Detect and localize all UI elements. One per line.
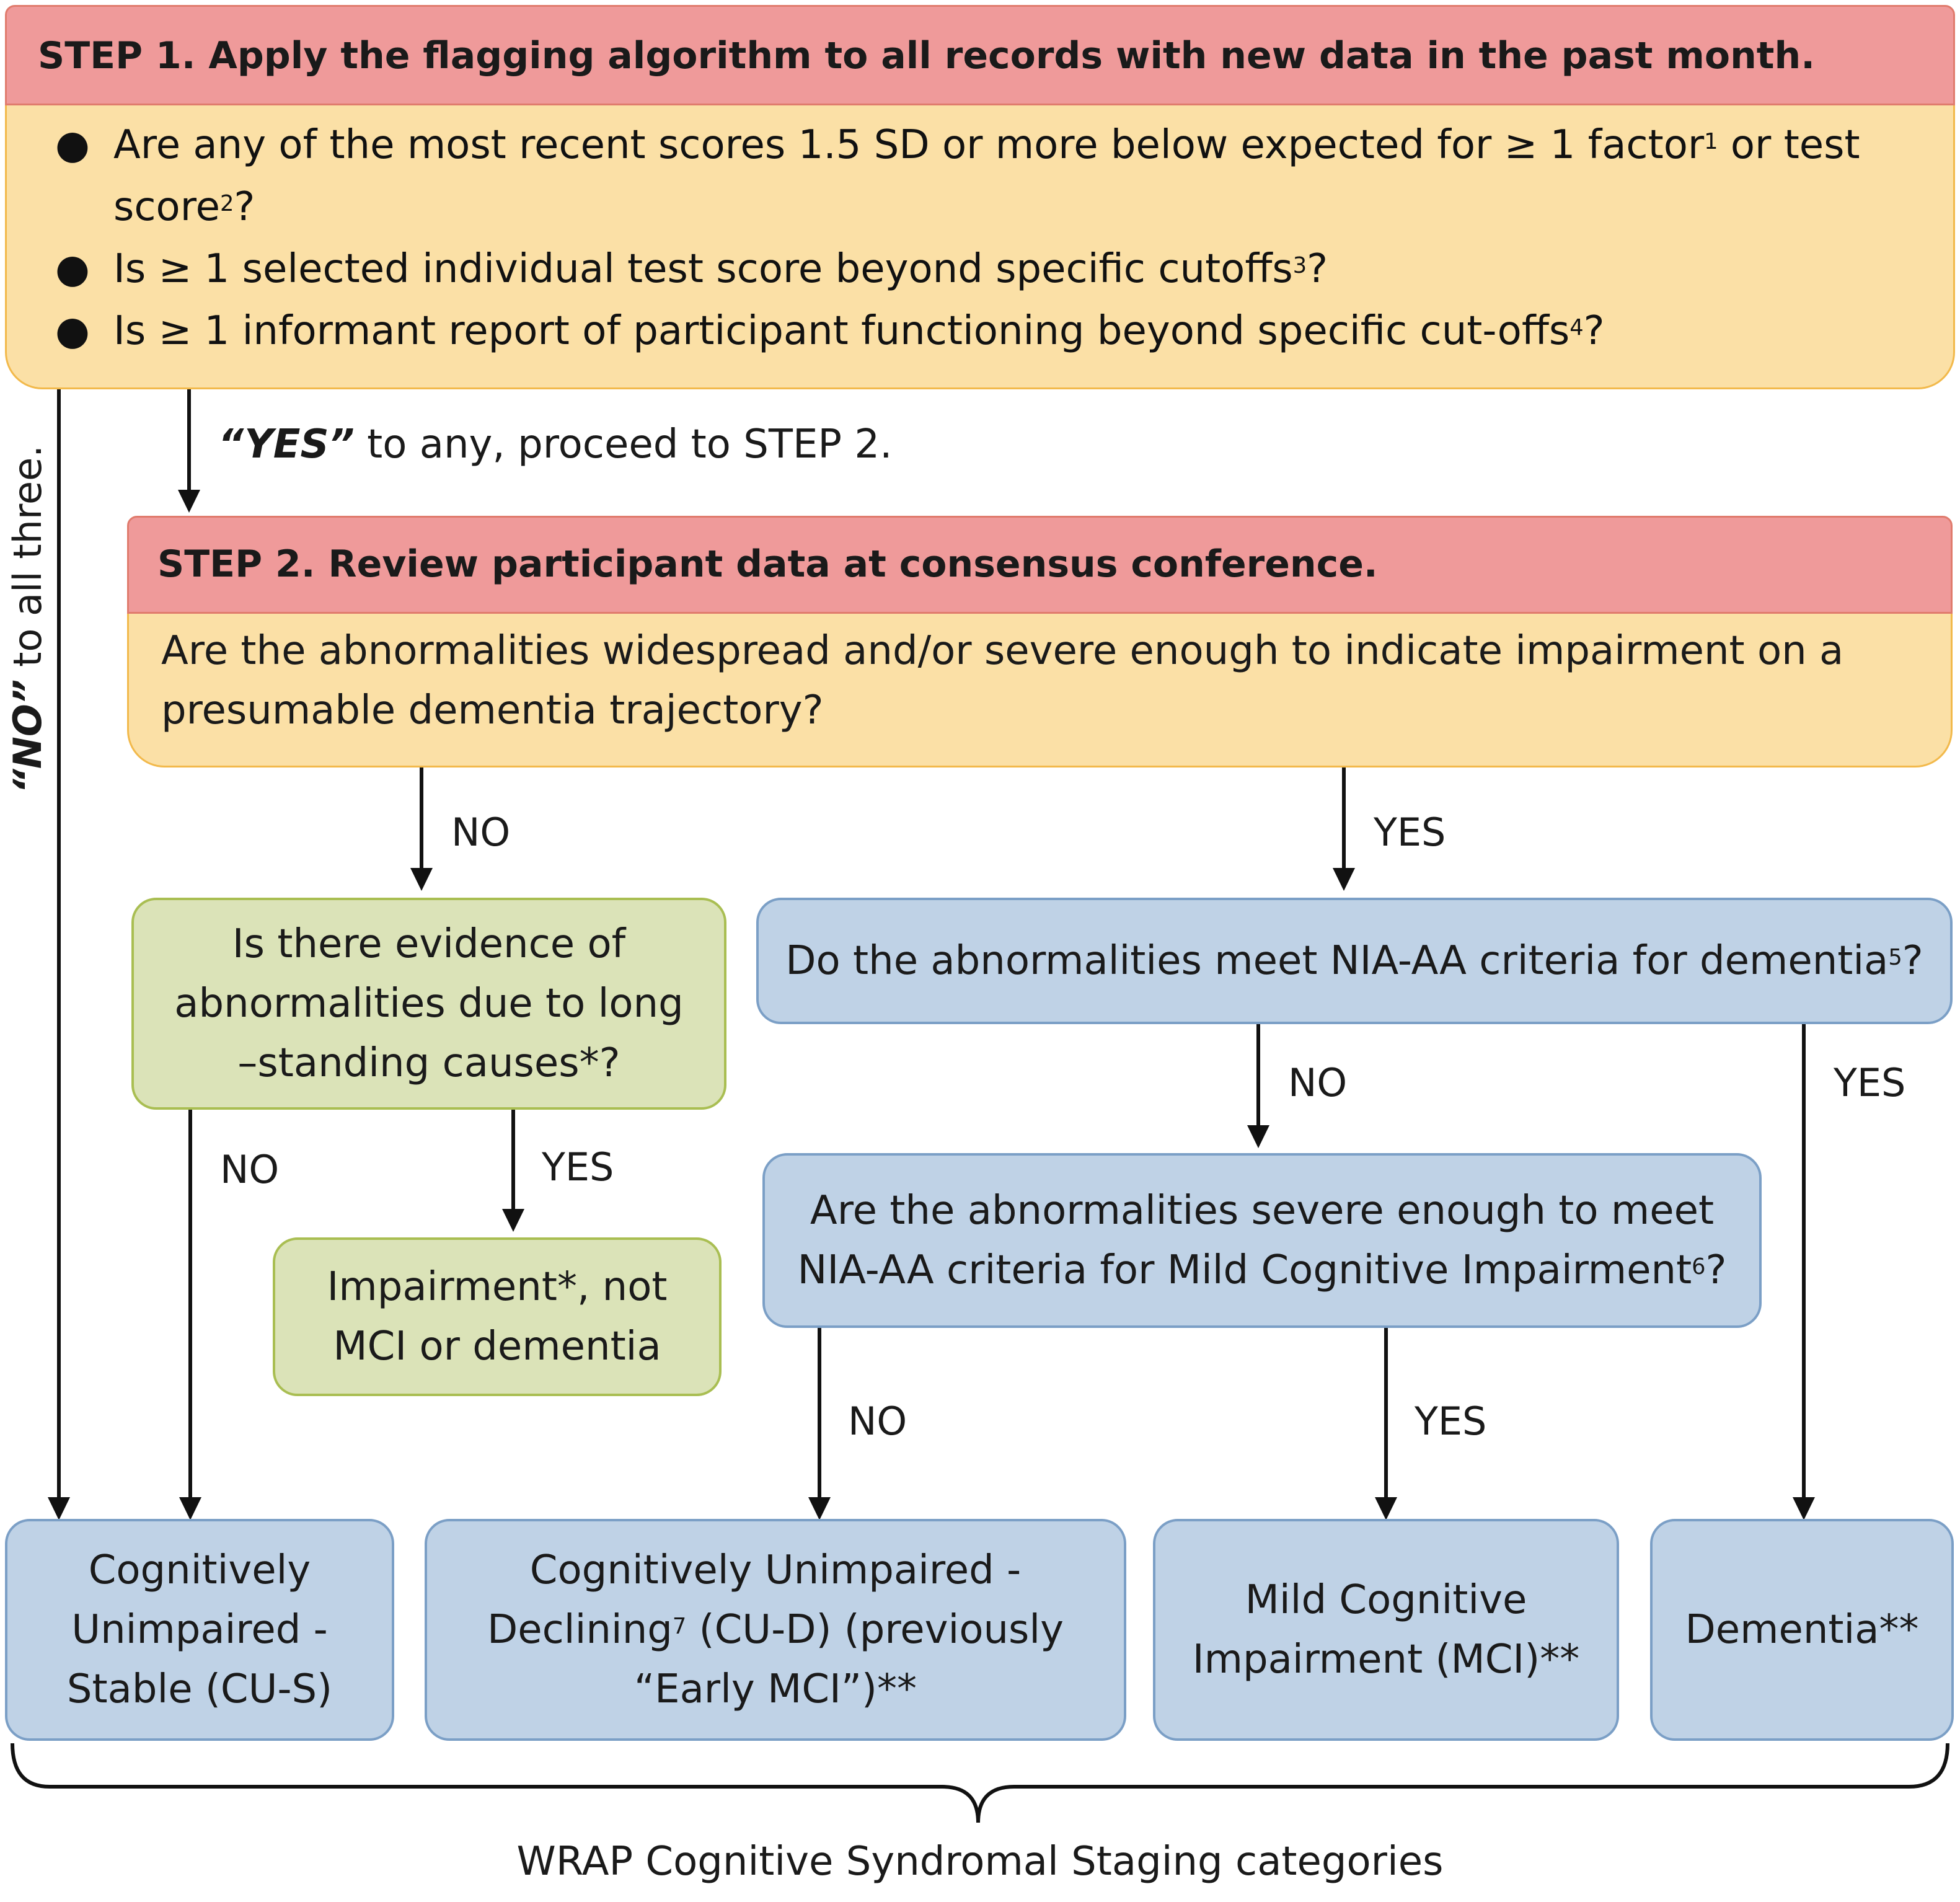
step2-question: Are the abnormalities widespread and/or … (161, 628, 1844, 733)
impairment-outcome-box: Impairment*, not MCI or dementia (273, 1237, 722, 1396)
q2-sup: 3 (1292, 252, 1307, 278)
no-all-three-bold: “NO” (5, 679, 50, 794)
bullet-icon: ● (55, 246, 90, 292)
dementia-question-box: Do the abnormalities meet NIA-AA criteri… (756, 898, 1953, 1024)
mci-yes-label: YES (1415, 1399, 1487, 1444)
mci-question-sup: 6 (1692, 1254, 1706, 1280)
no-all-three-label: “NO” to all three. (5, 445, 50, 794)
dementia-question-sup: 5 (1888, 944, 1902, 970)
step2-header: STEP 2. Review participant data at conse… (127, 516, 1953, 614)
q1-text-a: Are any of the most recent scores 1.5 SD… (113, 122, 1705, 168)
mci-question-end: ? (1705, 1247, 1727, 1293)
yes-proceed-label: “YES” to any, proceed to STEP 2. (218, 422, 892, 467)
outcome-dementia: Dementia** (1650, 1519, 1954, 1741)
outcome-cu-declining: Cognitively Unimpaired - Declining7 (CU-… (425, 1519, 1126, 1741)
q1-text-b: or test score (113, 122, 1860, 230)
yes-proceed-rest: to any, proceed to STEP 2. (354, 422, 893, 467)
q2-text-b: ? (1307, 246, 1328, 292)
dementia-yes-label: YES (1834, 1060, 1906, 1105)
outcome-cu-declining-text: Cognitively Unimpaired - Declining7 (CU-… (470, 1541, 1080, 1719)
outcome-dementia-text: Dementia** (1685, 1607, 1919, 1653)
longstanding-no-label: NO (220, 1147, 280, 1192)
q1-sup-1: 1 (1704, 128, 1718, 154)
q3-text-a: Is ≥ 1 informant report of participant f… (113, 308, 1570, 354)
step1-question-list: ● Are any of the most recent scores 1.5 … (7, 114, 1953, 362)
q3-text-b: ? (1583, 308, 1605, 354)
outcome-cu-stable-text: Cognitively Unimpaired - Stable (CU-S) (66, 1547, 333, 1712)
step2-yes-label: YES (1374, 810, 1446, 855)
yes-proceed-bold: “YES” (218, 422, 355, 467)
step1-question-3: ● Is ≥ 1 informant report of participant… (7, 300, 1953, 362)
bottom-brace (11, 1743, 1949, 1823)
step2-no-label: NO (451, 810, 511, 855)
q1-sup-2: 2 (219, 190, 234, 216)
dementia-question-end: ? (1902, 938, 1923, 984)
dementia-question-main: Do the abnormalities meet NIA-AA criteri… (785, 938, 1889, 984)
outcome-cud-main: Cognitively Unimpaired - Declining (487, 1547, 1022, 1653)
step1-question-2: ● Is ≥ 1 selected individual test score … (7, 238, 1953, 300)
q2-text-a: Is ≥ 1 selected individual test score be… (113, 246, 1293, 292)
dementia-no-label: NO (1288, 1060, 1348, 1105)
footer-caption: WRAP Cognitive Syndromal Staging categor… (516, 1839, 1444, 1885)
step1-question-1: ● Are any of the most recent scores 1.5 … (7, 114, 1953, 238)
outcome-mci: Mild Cognitive Impairment (MCI)** (1153, 1519, 1619, 1741)
outcome-mci-text: Mild Cognitive Impairment (MCI)** (1192, 1577, 1580, 1683)
no-all-three-rest: to all three. (5, 445, 50, 679)
impairment-outcome-text: Impairment*, not MCI or dementia (327, 1264, 668, 1369)
step1-header-text: STEP 1. Apply the flagging algorithm to … (38, 34, 1815, 77)
step2-header-text: STEP 2. Review participant data at conse… (157, 542, 1378, 586)
q3-sup: 4 (1569, 314, 1584, 340)
mci-question-box: Are the abnormalities severe enough to m… (762, 1153, 1762, 1328)
q1-text-c: ? (234, 184, 255, 230)
outcome-cud-rest: (CU-D) (previously “Early MCI”)** (633, 1607, 1064, 1712)
bullet-icon: ● (55, 308, 90, 354)
dementia-question-text: Do the abnormalities meet NIA-AA criteri… (785, 931, 1923, 991)
step1-body: ● Are any of the most recent scores 1.5 … (5, 105, 1955, 389)
longstanding-question-text: Is there evidence of abnormalities due t… (174, 921, 684, 1086)
step2-body: Are the abnormalities widespread and/or … (127, 614, 1953, 767)
mci-question-text: Are the abnormalities severe enough to m… (787, 1181, 1737, 1300)
longstanding-question-box: Is there evidence of abnormalities due t… (131, 898, 726, 1110)
bullet-icon: ● (55, 122, 90, 168)
mci-no-label: NO (848, 1399, 907, 1444)
mci-question-main: Are the abnormalities severe enough to m… (797, 1188, 1715, 1293)
outcome-cu-stable: Cognitively Unimpaired - Stable (CU-S) (5, 1519, 394, 1741)
step1-header: STEP 1. Apply the flagging algorithm to … (5, 5, 1955, 105)
longstanding-yes-label: YES (542, 1144, 614, 1190)
outcome-cud-sup: 7 (672, 1613, 687, 1639)
